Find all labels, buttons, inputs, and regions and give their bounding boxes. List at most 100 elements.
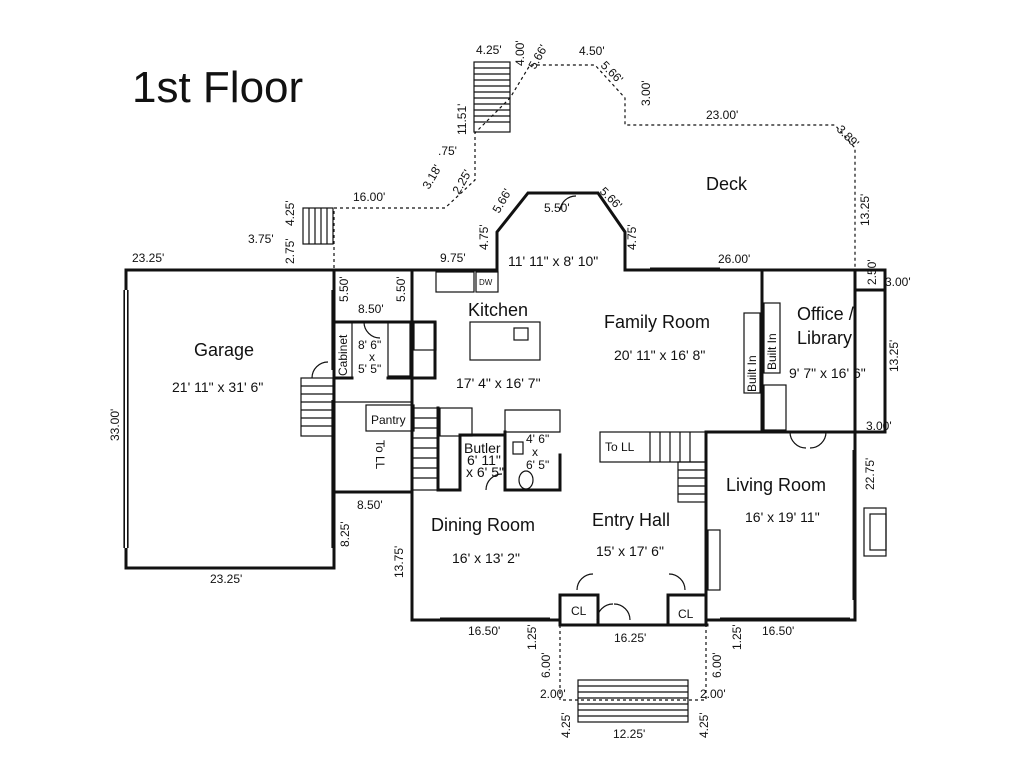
dim-label: 4.25' [697,712,711,738]
room-dining-size: 16' x 13' 2" [452,550,520,566]
dim-label: 8.25' [338,521,352,547]
dim-label: 13.75' [392,546,406,578]
dim-label: 5.66' [598,58,626,86]
dim-label: 6.00' [710,652,724,678]
dim-label: 5.66' [525,42,550,71]
room-deck-name: Deck [706,174,748,194]
dim-label: 5.50' [544,201,570,215]
kitchen-island [469,321,541,361]
dim-label: 4.75' [625,224,639,250]
to-ll-label-left: To LL [373,440,387,470]
closet-right [666,593,708,627]
room-cabinet-name: Cabinet [336,334,350,376]
deck-stairs-top-treads [474,67,510,123]
room-bath-size2: x [532,445,538,459]
dim-label: 2.25' [449,167,474,196]
dim-label: 3.89' [834,122,862,150]
room-office-name: Office / [797,304,854,324]
dim-label: 5.50' [394,276,408,302]
room-living-name: Living Room [726,475,826,495]
room-entry-name: Entry Hall [592,510,670,530]
dim-label: 23.25' [210,572,242,586]
room-mud-size2: x [369,350,375,364]
garage-walls [124,268,336,570]
room-garage-name: Garage [194,340,254,360]
garage-stairs [300,377,334,437]
deck-stairs-left [302,207,334,245]
dim-label: 4.25' [476,43,502,57]
dim-label: 13.25' [887,340,901,372]
deck-stairs-top [473,61,511,133]
dim-label: 13.25' [858,194,872,226]
room-family-name: Family Room [604,312,710,332]
room-bath-size1: 4' 6" [526,432,549,446]
dim-label: 2.00' [700,687,726,701]
dim-label: 3.00' [639,80,653,106]
dim-label: 3.00' [885,275,911,289]
dim-label: 4.25' [283,200,297,226]
room-entry-size: 15' x 17' 6" [596,543,664,559]
dim-label: 2.00' [540,687,566,701]
to-ll-label-entry: To LL [605,440,635,454]
room-bath-size3: 6' 5" [526,458,549,472]
deck-outline [333,64,856,268]
room-butler-size1: 6' 11" [467,452,501,468]
dim-label: 3.18' [419,162,444,191]
room-pantry-name: Pantry [371,413,406,427]
room-living-size: 16' x 19' 11" [745,509,820,525]
dim-label: 16.25' [614,631,646,645]
dim-label: .75' [438,144,457,158]
dim-label: 2.75' [283,238,297,264]
dim-label: 3.00' [866,419,892,433]
closet-label-right: CL [678,607,694,621]
dim-label: 5.50' [337,276,351,302]
room-kitchen-size: 17' 4" x 16' 7" [456,375,541,391]
fireplace [863,507,887,557]
dim-label: 2.50' [865,259,879,285]
built-in-label-1: Built In [745,355,759,392]
dim-label: 12.25' [613,727,645,741]
dim-label: 5.66' [597,184,625,212]
dim-label: 16.50' [762,624,794,638]
dim-label: 4.75' [477,224,491,250]
dim-label: 16.00' [353,190,385,204]
closet-label-left: CL [571,604,587,618]
dim-label: 5.66' [489,186,514,215]
page-title: 1st Floor [132,63,303,112]
dim-label: 16.50' [468,624,500,638]
room-butler-name: Butler [464,440,501,456]
dim-label: 26.00' [718,252,750,266]
room-butler-size2: x 6' 5" [466,464,504,480]
deck-stairs-left-treads [308,208,328,244]
room-mud-size3: 5' 5" [358,362,381,376]
dim-label: 6.00' [539,652,553,678]
room-family-size: 20' 11" x 16' 8" [614,347,705,363]
room-mud-size1: 8' 6" [358,338,381,352]
room-kitchen-name: Kitchen [468,300,528,320]
dim-label: 3.75' [248,232,274,246]
porch-outline [559,625,707,701]
porch-stairs [577,679,689,723]
dim-label: 33.00' [108,409,122,441]
dim-label: 9.75' [440,251,466,265]
dim-label: 22.75' [863,458,877,490]
dim-label: 8.50' [357,498,383,512]
built-in-label-2: Built In [765,333,779,370]
room-office-size: 9' 7" x 16' 6" [789,365,866,381]
room-garage-size: 21' 11" x 31' 6" [172,379,263,395]
dim-label: 1.25' [730,624,744,650]
dim-label: 4.50' [579,44,605,58]
dishwasher-label: DW [479,278,493,287]
dim-label: 1.25' [525,624,539,650]
dim-label: 23.00' [706,108,738,122]
dim-label: 23.25' [132,251,164,265]
room-dining-name: Dining Room [431,515,535,535]
closet-left [558,593,600,627]
room-office-name2: Library [797,328,852,348]
dim-label: 4.00' [513,40,527,66]
dim-label: 11.51' [455,104,469,135]
dim-label: 8.50' [358,302,384,316]
dim-label: 4.25' [559,712,573,738]
room-bay-size: 11' 11" x 8' 10" [508,253,598,269]
